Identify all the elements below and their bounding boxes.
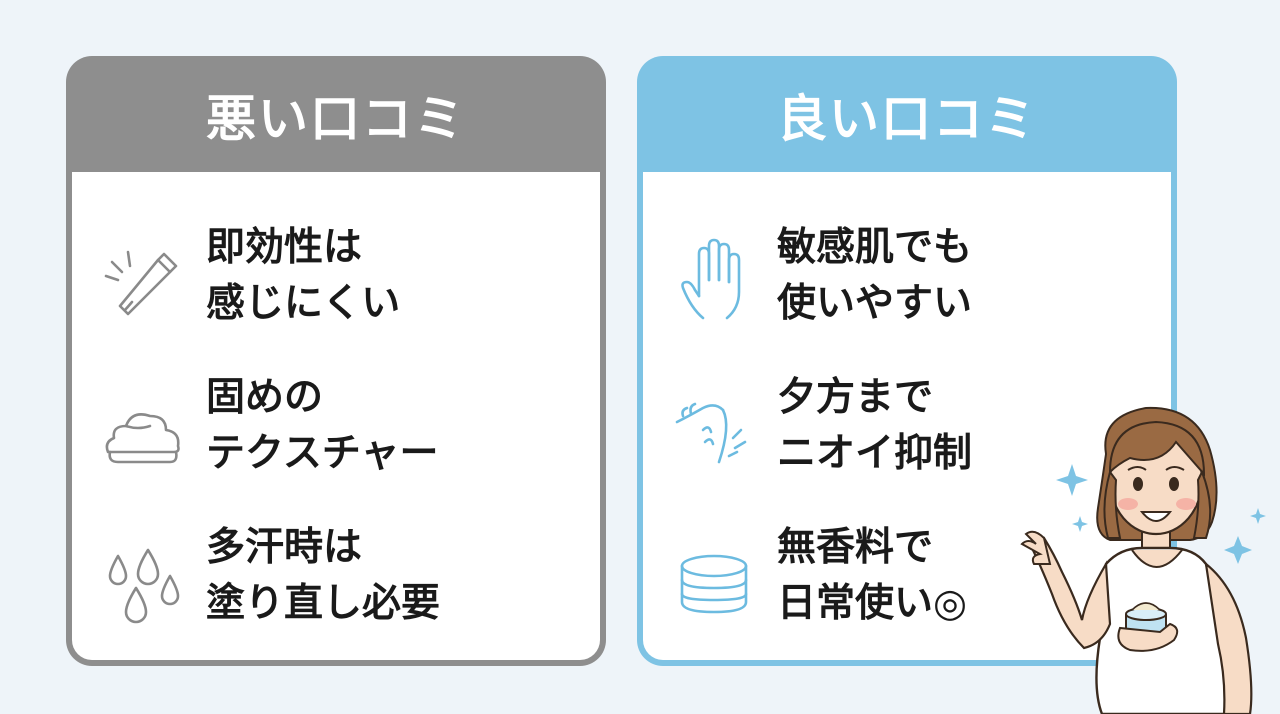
cream-blob-icon (98, 386, 188, 476)
bad-reviews-list: 即効性は 感じにくい 固めの テクスチャー (72, 172, 600, 660)
sweat-drops-icon (98, 536, 188, 626)
good-review-text: 敏感肌でも 使いやすい (777, 220, 972, 332)
good-review-item: 無香料で 日常使い◎ (643, 508, 1171, 638)
good-reviews-title: 良い口コミ (777, 90, 1037, 148)
cream-jar-icon (669, 536, 759, 626)
bad-reviews-title: 悪い口コミ (206, 90, 466, 148)
good-review-item: 敏感肌でも 使いやすい (643, 208, 1171, 338)
good-review-item: 夕方まで ニオイ抑制 (643, 358, 1171, 488)
bad-review-line1: 即効性は (206, 225, 363, 270)
woman-illustration (1010, 388, 1280, 714)
good-review-line2: 日常使い◎ (777, 581, 968, 626)
good-review-text: 無香料で 日常使い◎ (777, 520, 967, 632)
good-review-line2: 使いやすい (777, 281, 973, 326)
cream-tube-icon (98, 236, 188, 326)
bad-review-line2: 感じにくい (206, 281, 401, 326)
bad-review-line1: 固めの (206, 375, 324, 420)
bad-review-line2: テクスチャー (206, 431, 439, 476)
good-review-text: 夕方まで ニオイ抑制 (777, 370, 972, 482)
armpit-fresh-icon (669, 386, 759, 476)
bad-review-text: 即効性は 感じにくい (206, 220, 400, 332)
good-reviews-panel: 良い口コミ 敏感肌でも 使いやすい (637, 56, 1177, 666)
good-review-line1: 無香料で (777, 525, 934, 570)
bad-reviews-panel: 悪い口コミ 即効性は 感じにくい (66, 56, 606, 666)
hand-icon (669, 236, 759, 326)
bad-review-line1: 多汗時は (206, 525, 363, 570)
bad-review-item: 即効性は 感じにくい (72, 208, 600, 338)
bad-review-text: 固めの テクスチャー (206, 370, 438, 482)
good-review-line1: 夕方まで (777, 375, 934, 420)
good-review-line1: 敏感肌でも (777, 225, 973, 270)
bad-review-item: 多汗時は 塗り直し必要 (72, 508, 600, 638)
bad-review-item: 固めの テクスチャー (72, 358, 600, 488)
bad-review-line2: 塗り直し必要 (206, 581, 441, 626)
good-reviews-list: 敏感肌でも 使いやすい 夕方まで ニオイ (643, 172, 1171, 660)
bad-review-text: 多汗時は 塗り直し必要 (206, 520, 440, 632)
good-review-line2: ニオイ抑制 (777, 431, 973, 476)
